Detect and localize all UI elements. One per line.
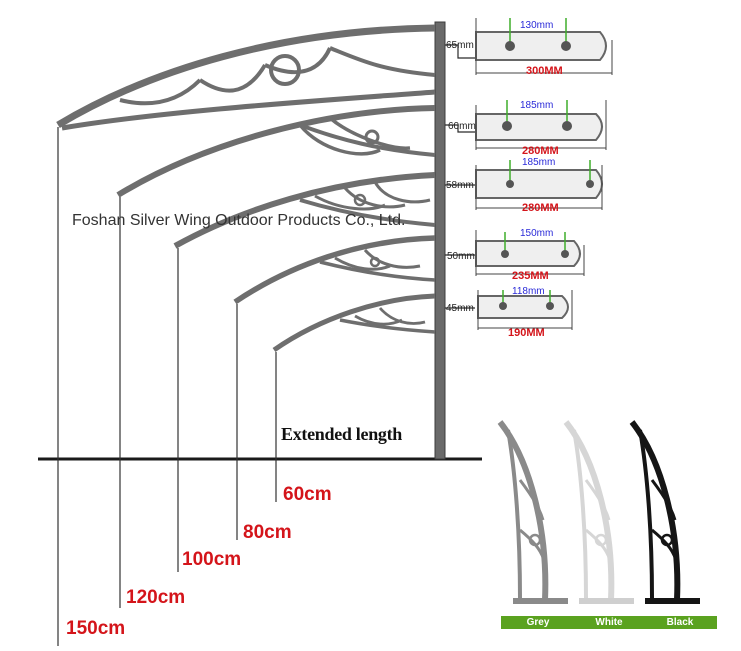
plate-3-width: 280MM: [522, 202, 559, 214]
plate-1-spacing: 130mm: [520, 20, 554, 31]
plate-1-width: 300MM: [526, 65, 563, 77]
plate-4-width: 235MM: [512, 270, 549, 282]
bracket-150cm: [56, 24, 436, 646]
plate-2-height: 60mm: [448, 121, 476, 132]
plate-leader-1: [445, 44, 475, 59]
plate-5-width: 190MM: [508, 327, 545, 339]
color-swatch-black: Black: [643, 616, 717, 629]
length-label-80cm: 80cm: [243, 522, 292, 543]
plate-5: [477, 290, 573, 330]
plate-4-height: 50mm: [447, 251, 475, 262]
bracket-80cm: [233, 235, 436, 540]
color-bracket-black: [629, 420, 700, 604]
plate-5-height: 45mm: [446, 303, 474, 314]
mounting-plates: [475, 18, 613, 330]
plate-1-height: 65mm: [446, 40, 474, 51]
plate-2-width: 280MM: [522, 145, 559, 157]
plate-3-height: 58mm: [446, 180, 474, 191]
plate-leader-2: [445, 124, 475, 133]
plate-3: [475, 160, 603, 210]
color-bracket-white: [563, 420, 634, 604]
color-bracket-grey: [497, 420, 568, 604]
plate-3-spacing: 185mm: [522, 157, 556, 168]
plate-2-spacing: 185mm: [520, 100, 554, 111]
bracket-120cm: [116, 105, 436, 608]
extended-length-label: Extended length: [281, 424, 403, 444]
color-swatch-grey: Grey: [501, 616, 575, 629]
length-label-100cm: 100cm: [182, 549, 242, 570]
plate-4: [475, 230, 585, 276]
plate-4-spacing: 150mm: [520, 228, 554, 239]
bracket-100cm: [173, 172, 436, 572]
company-watermark: Foshan Silver Wing Outdoor Products Co.,…: [72, 212, 406, 229]
wall-post: [434, 21, 446, 460]
length-label-150cm: 150cm: [66, 618, 126, 639]
length-label-60cm: 60cm: [283, 484, 332, 505]
plate-1: [475, 18, 613, 75]
plate-2: [475, 100, 607, 150]
length-label-120cm: 120cm: [126, 587, 186, 608]
plate-5-spacing: 118mm: [512, 286, 545, 297]
color-swatch-white: White: [572, 616, 646, 629]
bracket-60cm: [272, 293, 436, 502]
